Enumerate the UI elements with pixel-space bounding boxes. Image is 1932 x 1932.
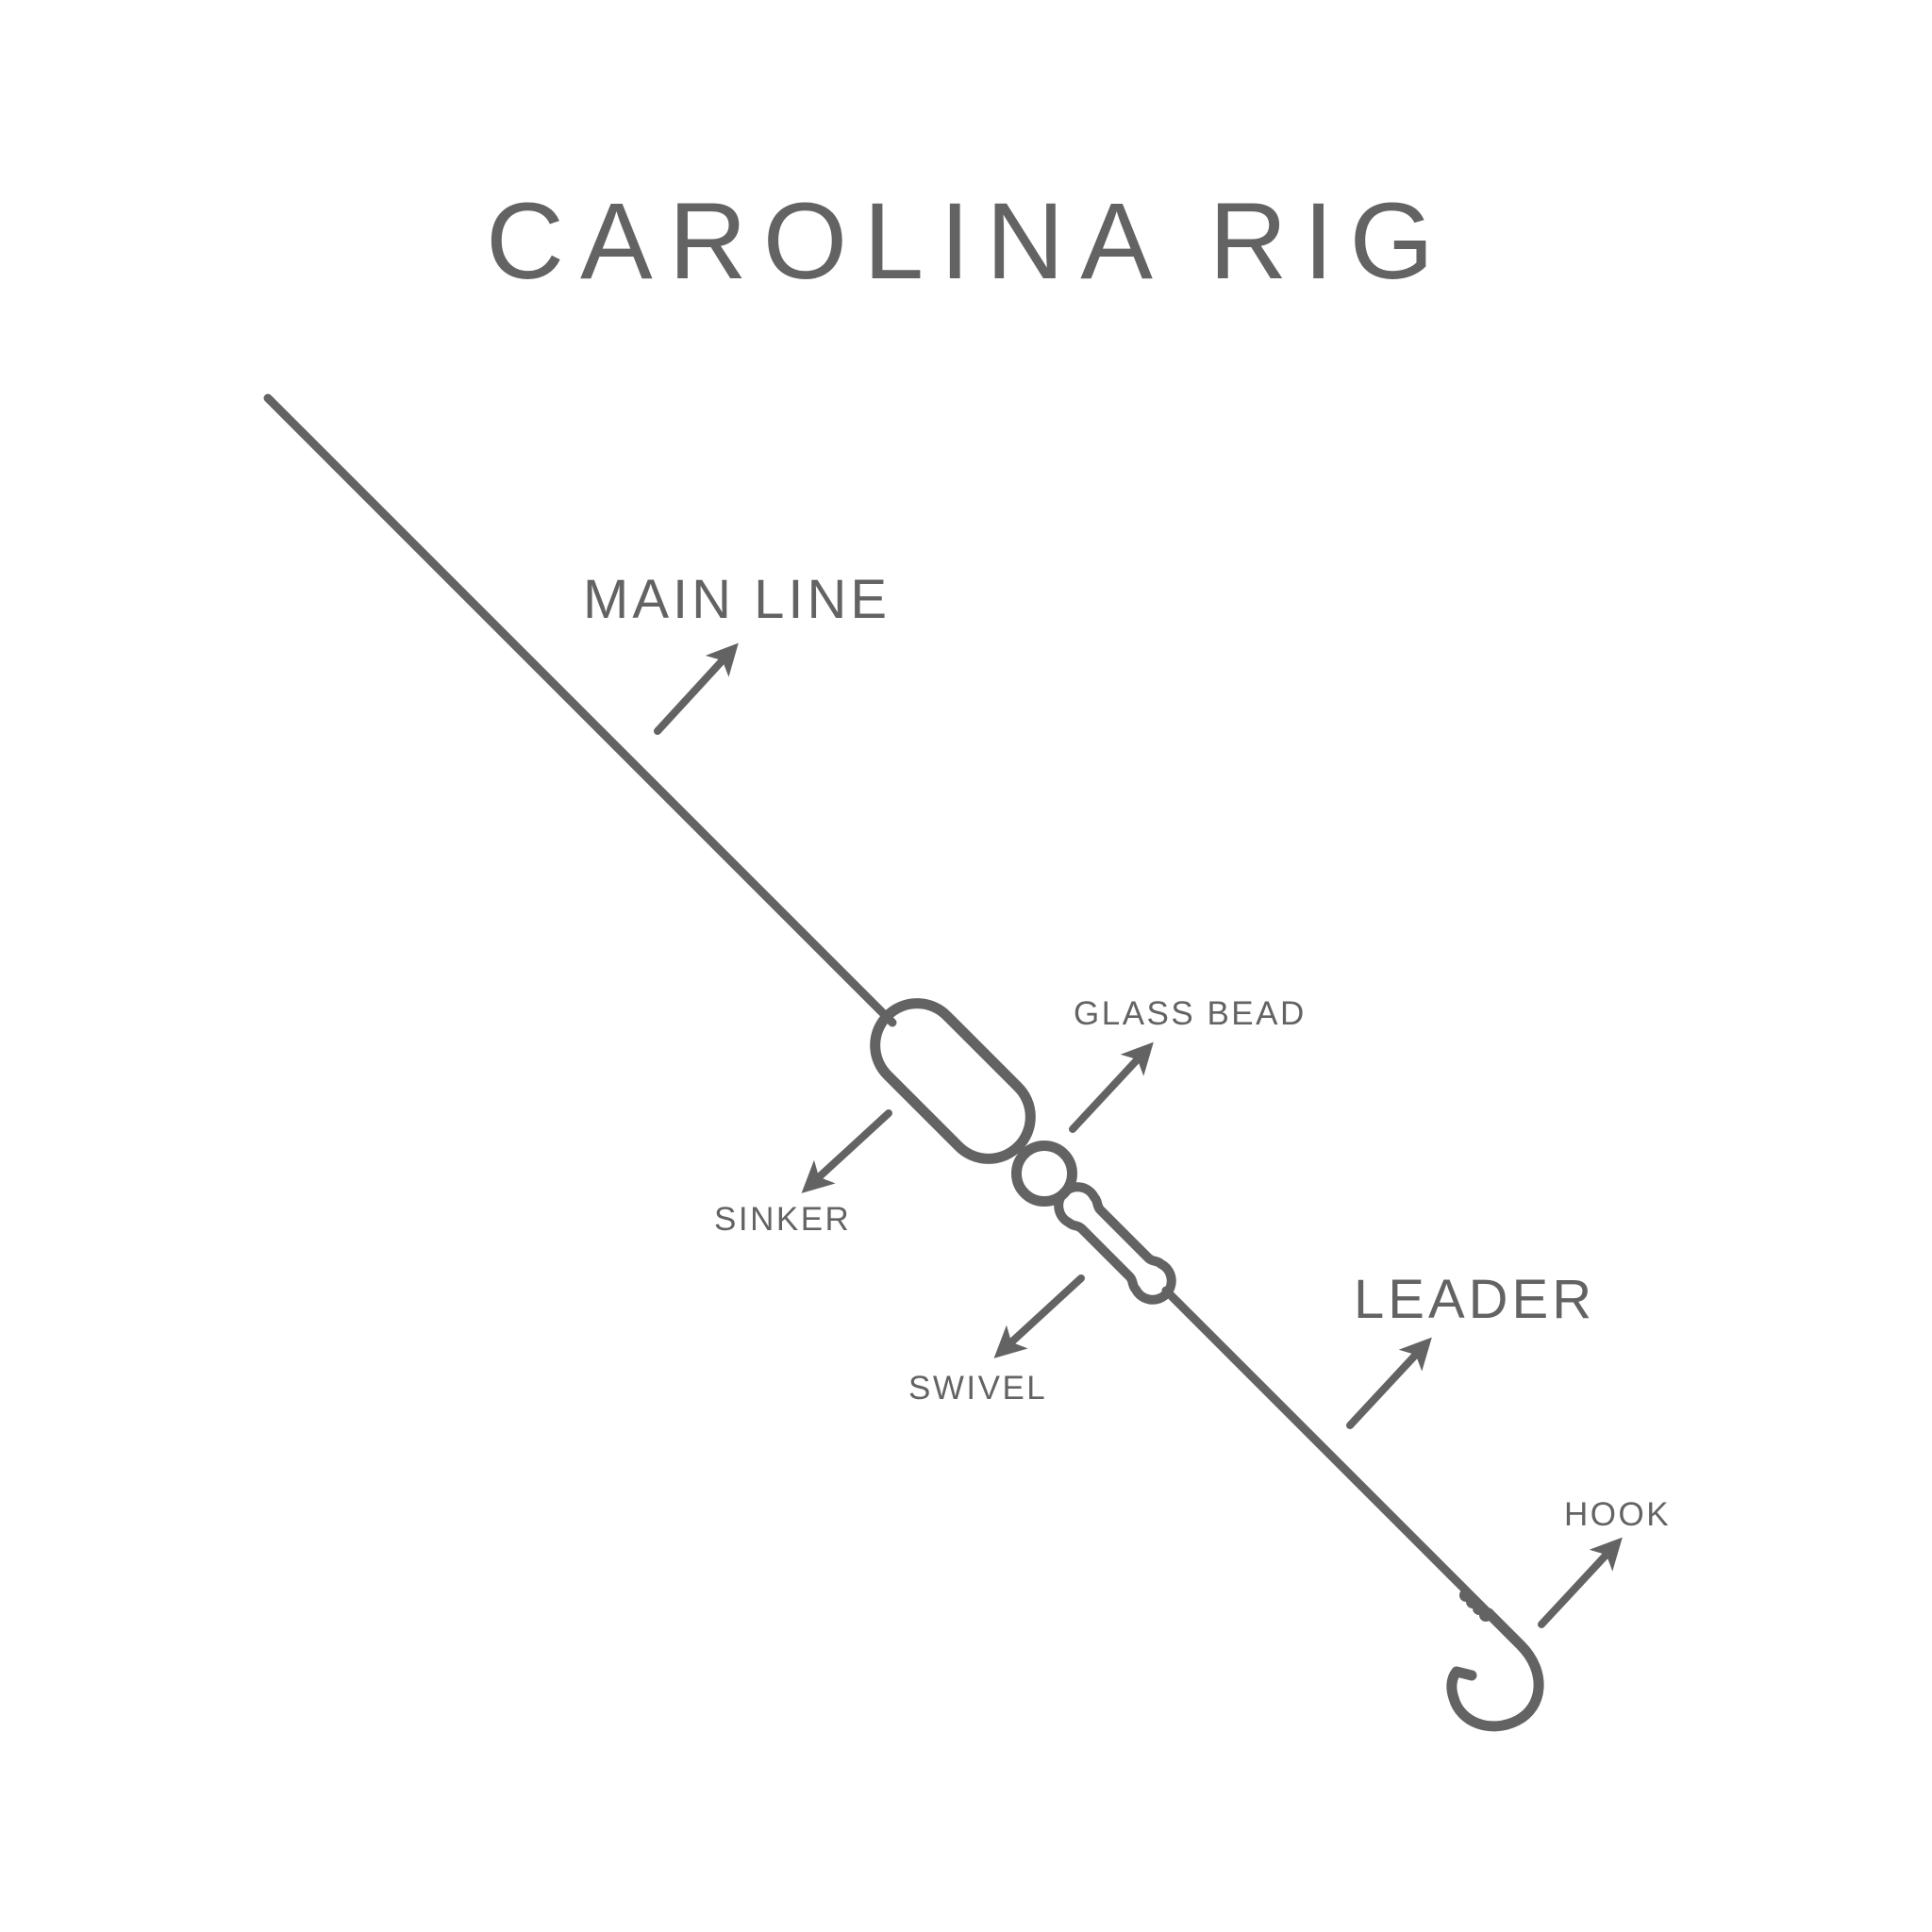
label-sinker: SINKER [714,1201,851,1238]
label-glass-bead: GLASS BEAD [1074,995,1307,1032]
diagram-title: CAROLINA RIG [486,181,1450,302]
arrow-icon-leader [1346,1337,1432,1429]
hook [1446,1607,1544,1732]
arrow-icon-hook [1538,1537,1623,1628]
label-main-line: MAIN LINE [583,569,891,630]
arrow-icon-swivel [993,1274,1085,1358]
label-leader: LEADER [1354,1269,1595,1330]
sinker-weight [870,998,1036,1164]
main-line [263,393,897,1027]
arrow-icon-glass-bead [1069,1041,1154,1133]
arrow-icon-main-line [654,642,739,735]
leader-line [1161,1286,1495,1620]
label-swivel: SWIVEL [908,1370,1047,1407]
swivel-component [1054,1182,1176,1305]
label-hook: HOOK [1564,1496,1671,1533]
arrow-icon-sinker [801,1109,892,1193]
glass-bead [1011,1141,1077,1207]
